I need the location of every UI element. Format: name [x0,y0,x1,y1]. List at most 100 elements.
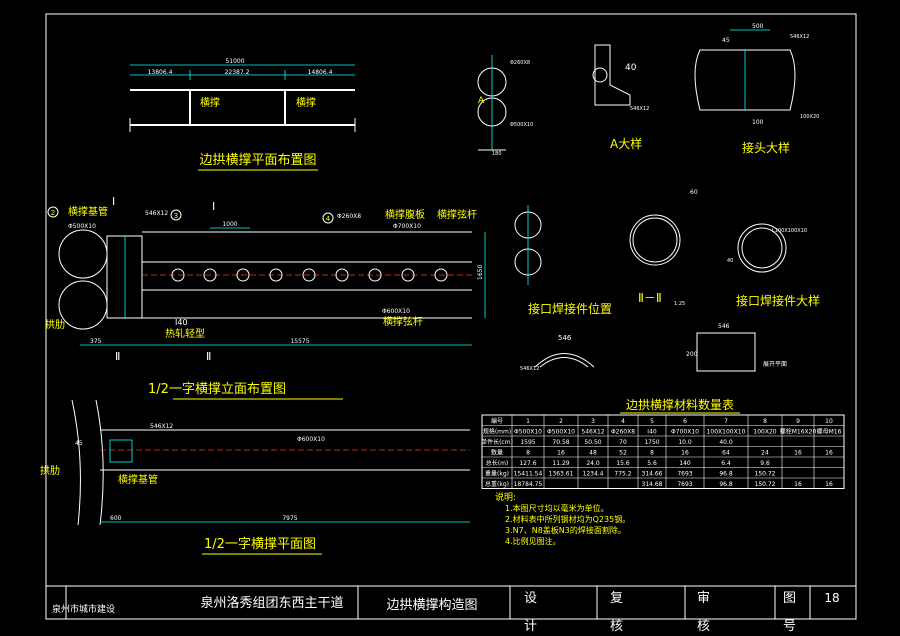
tb-project: 泉州洛秀组团东西主干道 [200,595,343,611]
label-crossbrace-2: 横撑 [296,96,316,109]
table-cell: 5.6 [647,460,657,467]
label-chord-top: 横撑弦杆 [437,208,477,221]
table-cell: 16 [794,481,802,488]
tb-review2: 核 [610,619,623,634]
table-header-cell: 8 [763,418,767,425]
note-3: 3.N7、N8盖板N3的焊接面割除。 [505,525,626,535]
tb-audit2: 核 [697,619,710,634]
table-cell: 规格(mm) [483,428,511,436]
table-cell: 24.0 [586,460,600,467]
title-plan: 边拱横撑平面布置图 [199,153,316,168]
dim-elev-left: 375 [90,338,102,345]
label-unfold: 展开平面 [763,361,787,368]
elevation-view: Ⅰ Ⅰ Ⅱ Ⅱ 375 15575 1650 1000 横撑基管 Φ500X10… [45,195,486,400]
note-2: 2.材料表中所列钢材均为Q235钢。 [505,514,630,524]
tb-figure2: 号 [783,619,796,634]
label-arch-rib-half: 拱肋 [40,464,60,477]
dim-joint-100: 100 [752,119,764,126]
section-ii: Ⅱ－Ⅱ 1:25 60 [629,189,698,307]
spec-700-elev: Φ700X10 [393,223,421,230]
table-cell: 96.8 [719,481,733,488]
table-cell: 40.0 [719,439,733,446]
table-cell: 16 [794,450,802,457]
table-cell: 重量(kg) [485,470,509,478]
table-cell: 48 [589,450,597,457]
dim-plan-total: 51000 [225,58,244,65]
tb-review: 复 [610,591,623,606]
table-cell: 8 [650,450,654,457]
dim-unfold-546: 546 [718,323,730,330]
title-section-scale: 1:25 [674,301,685,307]
spec-546-half: 546X12 [150,423,173,430]
tb-design2: 计 [524,619,537,634]
dim-elev-height: 1650 [477,265,484,280]
table-cell: Φ500X10 [547,429,575,436]
spec-546-arc: 546X12 [520,366,539,372]
spec-600-half: Φ600X10 [297,436,325,443]
web-holes [171,268,448,282]
title-joint: 接头大样 [742,140,790,155]
arc-piece: 546 546X12 [520,334,595,372]
table-cell: 10.0 [678,439,692,446]
table-header-cell: 1 [526,418,530,425]
label-base-tube: 横撑基管 [68,205,108,218]
drawing-frame [45,13,857,620]
table-cell: Φ260X8 [611,429,635,436]
table-cell: 16 [825,450,833,457]
arch-rib-top-circle [58,229,108,279]
title-half-plan: 1/2一字横撑平面图 [204,537,316,552]
table-header-cell: 10 [825,418,833,425]
table-cell: 775.2 [614,471,631,478]
table-cell: 314.66 [642,471,663,478]
table-cell: 150.72 [755,481,776,488]
table-cell: 1234.4 [583,471,604,478]
table-cell: 螺母M16 [817,428,842,436]
tb-figure-no: 18 [824,591,839,605]
section-mark-ii-2: Ⅱ [206,350,211,363]
table-cell: 15411.54 [514,471,543,478]
table-cell: 314.68 [642,481,663,488]
title-table: 边拱横撑材料数量表 [626,397,734,412]
label-web: 横撑腹板 [385,208,425,221]
spec-I40-elev: I40 [175,318,188,327]
table-cell: 螺栓M16X20 [780,428,817,436]
arch-rib-bottom-circle [58,280,108,330]
label-arch-rib-elev: 拱肋 [45,318,65,331]
label-crossbrace-1: 横撑 [200,96,220,109]
dim-half-left: 600 [110,515,122,522]
spec-260-a: Φ260X8 [510,60,530,66]
table-cell: I40 [647,429,657,436]
weld-detail: L100X100X10 40 接口焊接件大样 [727,223,820,308]
dim-weld-40: 40 [727,258,733,264]
title-block: 泉州市城市建设 泉州洛秀组团东西主干道 边拱横撑构造图 设 计 复 核 审 核 … [52,586,840,634]
spec-l100: L100X100X10 [772,228,807,234]
tb-drawing-name: 边拱横撑构造图 [386,598,477,613]
svg-text:3: 3 [174,212,178,220]
dim-joint-500: 500 [752,23,764,30]
dim-plan-right: 14806.4 [308,69,333,76]
angle-60-section: 60 [690,189,698,196]
table-cell: 546X12 [581,429,604,436]
table-cell: 18784.75 [514,481,543,488]
table-cell: 总长(m) [486,459,509,467]
label-hot-rolled: 热轧轻型 [165,327,205,340]
table-border [481,414,845,489]
table-cell: 100X20 [753,429,776,436]
table-cell: Φ700X10 [671,429,699,436]
dim-plan-left: 13806.4 [148,69,173,76]
table-cell: 70.58 [552,439,569,446]
half-plan-view: 600 7975 546X12 Φ600X10 45 拱肋 横撑基管 1/2一字… [40,399,470,555]
table-cell: 15.6 [616,460,630,467]
dim-joint-45: 45 [722,37,730,44]
svg-text:4: 4 [326,215,331,223]
tb-figure: 图 [783,591,796,606]
notes-heading: 说明: [495,491,516,503]
table-cell: 16 [681,450,689,457]
table-cell: 9.6 [760,460,770,467]
table-cell: 11.29 [552,460,569,467]
title-detail-a: A大样 [610,136,642,151]
spec-546-joint: 546X12 [790,34,809,40]
dim-unfold-200: 200 [686,351,698,358]
